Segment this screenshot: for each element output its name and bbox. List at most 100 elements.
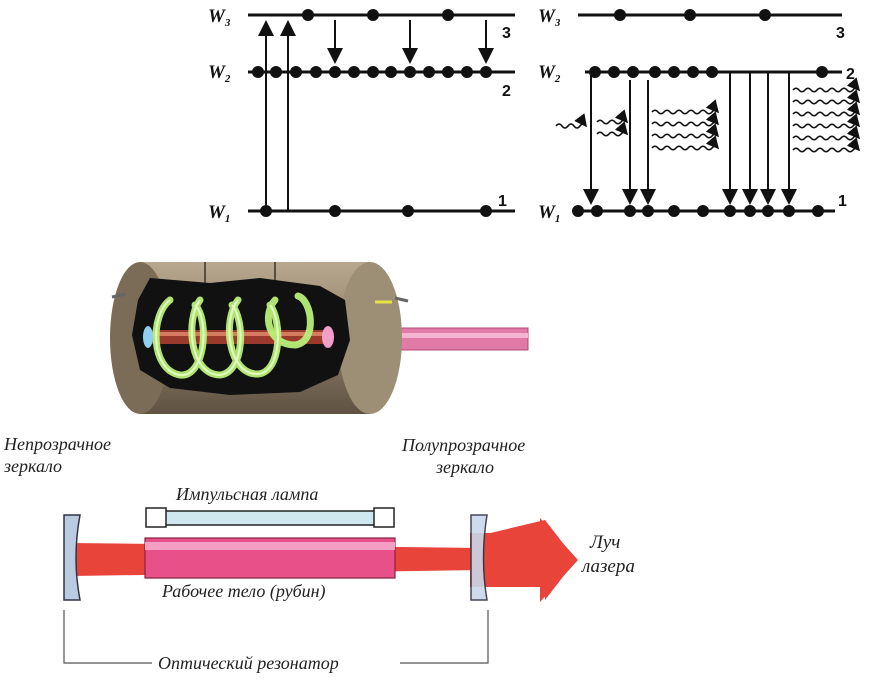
electron (329, 205, 341, 217)
electron (423, 66, 435, 78)
photon-wave (596, 121, 629, 137)
electron (762, 205, 774, 217)
resonator-bracket (63, 610, 489, 664)
electron (402, 205, 414, 217)
level-number-3: 3 (836, 25, 845, 42)
rod-end-right (322, 326, 334, 348)
pulse-lamp-label: Импульсная лампа (175, 484, 318, 504)
level-label-w1: W1 (538, 202, 560, 225)
photon-wave (596, 109, 629, 125)
laser-beam-arrow (470, 518, 578, 602)
electron (668, 205, 680, 217)
photon-wave (792, 125, 861, 141)
photon-wave (792, 89, 861, 105)
electron (591, 205, 603, 217)
semi-mirror (470, 514, 488, 601)
mount-clip (394, 296, 409, 303)
electron (697, 205, 709, 217)
electron (290, 66, 302, 78)
photon-wave (792, 137, 861, 153)
electron (260, 205, 272, 217)
electron (461, 66, 473, 78)
photon-wave (792, 77, 861, 93)
level-label-w2: W2 (208, 62, 231, 85)
photon-wave (792, 113, 861, 129)
energy-diagram-left: W3 W2 W1 3 2 1 (208, 6, 515, 225)
electron (706, 66, 718, 78)
electron (442, 9, 454, 21)
opaque-mirror (63, 514, 81, 601)
rod-end-left (143, 326, 153, 348)
electrons-w3 (614, 9, 771, 21)
electron (608, 66, 620, 78)
electron (759, 9, 771, 21)
pulse-lamp-cap-left (145, 507, 167, 528)
electron (627, 66, 639, 78)
electron (816, 66, 828, 78)
emission-arrows (583, 72, 797, 205)
beam-label-1: Луч (589, 532, 620, 553)
photon-wave (651, 123, 720, 139)
photon-wave (555, 113, 587, 129)
electron (329, 66, 341, 78)
electron (302, 9, 314, 21)
electron (649, 66, 661, 78)
semi-mirror-label-1: Полупрозрачное (401, 435, 525, 455)
level-label-w1: W1 (208, 202, 230, 225)
electron (572, 205, 584, 217)
output-beam-highlight (340, 333, 528, 338)
electron (442, 66, 454, 78)
electron (310, 66, 322, 78)
electron (270, 66, 282, 78)
electron (668, 66, 680, 78)
ruby-working-body-highlight (145, 542, 395, 550)
photon-wave (792, 101, 861, 117)
electron (404, 66, 416, 78)
electron (783, 205, 795, 217)
spiral-lamp-glow (155, 299, 279, 377)
electron (480, 205, 492, 217)
electron (480, 66, 492, 78)
photon-wave (651, 99, 720, 115)
electrons-w2 (252, 66, 492, 78)
electron (348, 66, 360, 78)
electron (624, 205, 636, 217)
electrons-w1 (260, 205, 492, 217)
electron (385, 66, 397, 78)
level-number-1: 1 (838, 193, 847, 210)
photon-wave (651, 135, 720, 151)
electron (687, 66, 699, 78)
semi-mirror-label-2: зеркало (435, 457, 494, 477)
laser-schematic: Непрозрачное зеркало Полупрозрачное зерк… (3, 434, 635, 673)
photon-wave (651, 111, 720, 127)
electrons-w3 (302, 9, 454, 21)
pulse-lamp-cap-right (373, 507, 395, 528)
mount-clip (111, 292, 127, 299)
energy-diagram-right: W3 W2 W1 3 2 1 (538, 6, 861, 225)
electron (724, 205, 736, 217)
electron (642, 205, 654, 217)
level-label-w2: W2 (538, 62, 561, 85)
electron (367, 66, 379, 78)
electron (614, 9, 626, 21)
pulse-lamp-tube (161, 510, 377, 526)
level-number-1: 1 (498, 193, 507, 210)
photon-waves (555, 77, 861, 153)
level-label-w3: W3 (208, 6, 231, 29)
opaque-mirror-label-2: зеркало (3, 456, 62, 476)
level-number-2: 2 (846, 66, 855, 83)
resonator-label: Оптический резонатор (158, 653, 339, 673)
electron (252, 66, 264, 78)
electrons-w1 (572, 205, 824, 217)
level-number-2: 2 (502, 83, 511, 100)
beam-label-2: лазера (581, 556, 635, 577)
electron (744, 205, 756, 217)
laser-cylinder-illustration (110, 262, 529, 414)
electron (684, 9, 696, 21)
level-label-w3: W3 (538, 6, 561, 29)
opaque-mirror-label-1: Непрозрачное (3, 434, 111, 454)
working-body-label: Рабочее тело (рубин) (161, 581, 326, 602)
electron (812, 205, 824, 217)
electron (367, 9, 379, 21)
